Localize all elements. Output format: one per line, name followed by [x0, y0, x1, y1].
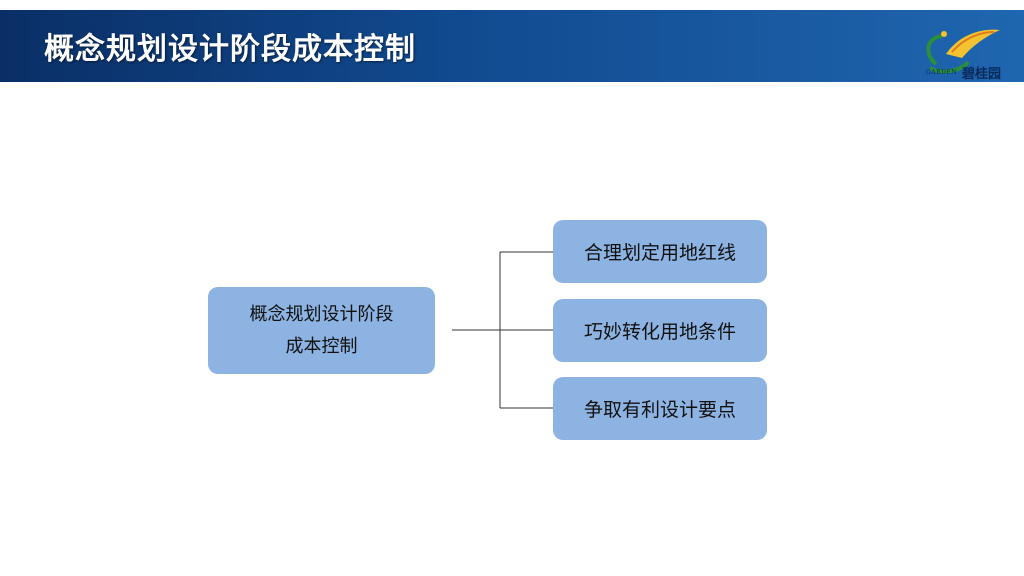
slide-title: 概念规划设计阶段成本控制 [44, 32, 416, 67]
company-logo: GARDEN 碧桂园 [916, 24, 1006, 84]
child-node-red-line: 合理划定用地红线 [553, 220, 767, 283]
logo-emblem-icon [926, 29, 1000, 74]
root-node-line1: 概念规划设计阶段 [249, 303, 394, 325]
child-node-land-conditions: 巧妙转化用地条件 [553, 299, 767, 362]
logo-text-cn: 碧桂园 [962, 67, 1002, 82]
title-bar: 概念规划设计阶段成本控制 GARDEN 碧桂园 [0, 10, 1024, 82]
root-node: 概念规划设计阶段 成本控制 [208, 287, 435, 374]
logo-text-en: GARDEN [926, 69, 958, 76]
child-node-design-points: 争取有利设计要点 [553, 377, 767, 440]
root-node-line2: 成本控制 [285, 335, 358, 357]
